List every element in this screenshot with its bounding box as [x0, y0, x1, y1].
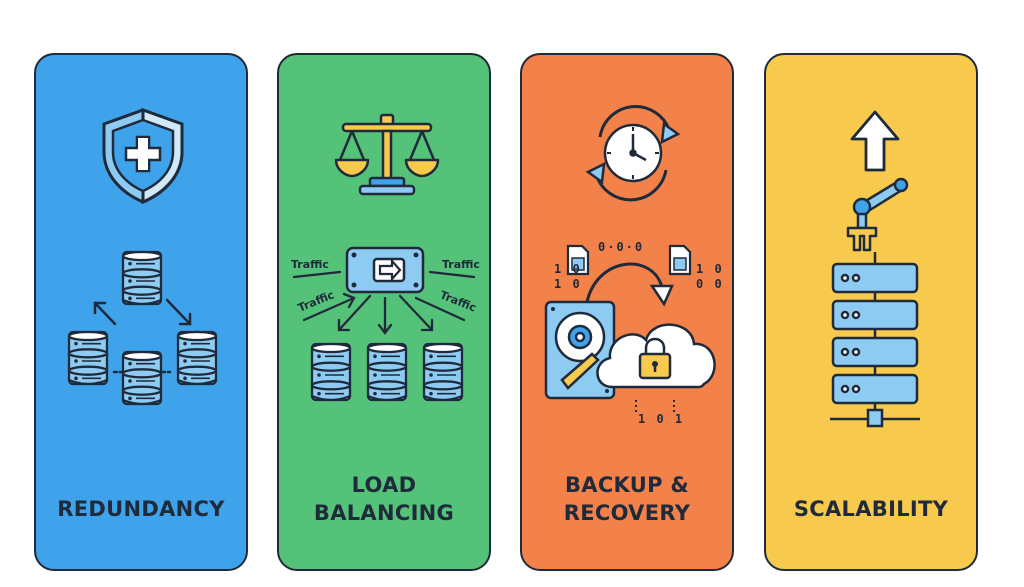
- database-row: [310, 342, 464, 402]
- scales-icon: [334, 113, 440, 196]
- backup-recovery-illustration: [544, 105, 716, 414]
- redundancy-illustration: [67, 107, 218, 406]
- binary-bottom: 1 0 1: [638, 412, 685, 426]
- router-arrow-icon: [345, 246, 425, 294]
- binary-left: 1 0 1 0: [554, 262, 582, 291]
- scalability-title: SCALABILITY: [793, 497, 949, 521]
- arrow-up-icon: [850, 110, 900, 172]
- database-icon: [121, 250, 163, 306]
- traffic-label-top-left: Traffic: [291, 258, 329, 271]
- database-icon: [121, 350, 163, 406]
- scalability-illustration: [830, 110, 920, 428]
- database-cluster: [67, 250, 218, 406]
- binary-top: 0·0·0: [598, 240, 645, 254]
- server-unit: [831, 299, 919, 331]
- traffic-label-top-right: Traffic: [442, 258, 480, 271]
- backup-recovery-title-line1: BACKUP &: [564, 473, 690, 497]
- robot-arm-icon: [846, 177, 909, 252]
- database-icon: [310, 342, 352, 402]
- clock-sync-icon: [585, 105, 681, 202]
- server-rack-icon: [831, 252, 919, 412]
- file-icon: [566, 244, 692, 276]
- recovery-arrow: [585, 262, 674, 307]
- shield-plus-icon: [102, 107, 184, 205]
- server-unit: [831, 336, 919, 368]
- network-base-icon: [830, 408, 920, 428]
- scalability-card: SCALABILITY: [764, 53, 978, 571]
- load-balancing-card: Traffic Traffic Traffic Traffic LOAD BAL…: [277, 53, 491, 571]
- load-balancing-title-line1: LOAD: [351, 473, 417, 497]
- binary-right: 1 0 0 0: [696, 262, 724, 291]
- redundancy-title: REDUNDANCY: [57, 497, 225, 521]
- database-icon: [422, 342, 464, 402]
- database-icon: [67, 330, 109, 386]
- server-unit: [831, 262, 919, 294]
- server-unit: [831, 373, 919, 405]
- load-balancing-illustration: [292, 113, 476, 402]
- database-icon: [176, 330, 218, 386]
- backup-recovery-title-line2: RECOVERY: [563, 501, 691, 525]
- database-icon: [366, 342, 408, 402]
- load-balancing-title-line2: BALANCING: [313, 501, 455, 525]
- backup-recovery-card: 0·0·0 1 0 1 0 1 0 0 0 1 0 1 BACKUP & REC…: [520, 53, 734, 571]
- redundancy-card: REDUNDANCY: [34, 53, 248, 571]
- cloud-lock-icon: [596, 323, 716, 389]
